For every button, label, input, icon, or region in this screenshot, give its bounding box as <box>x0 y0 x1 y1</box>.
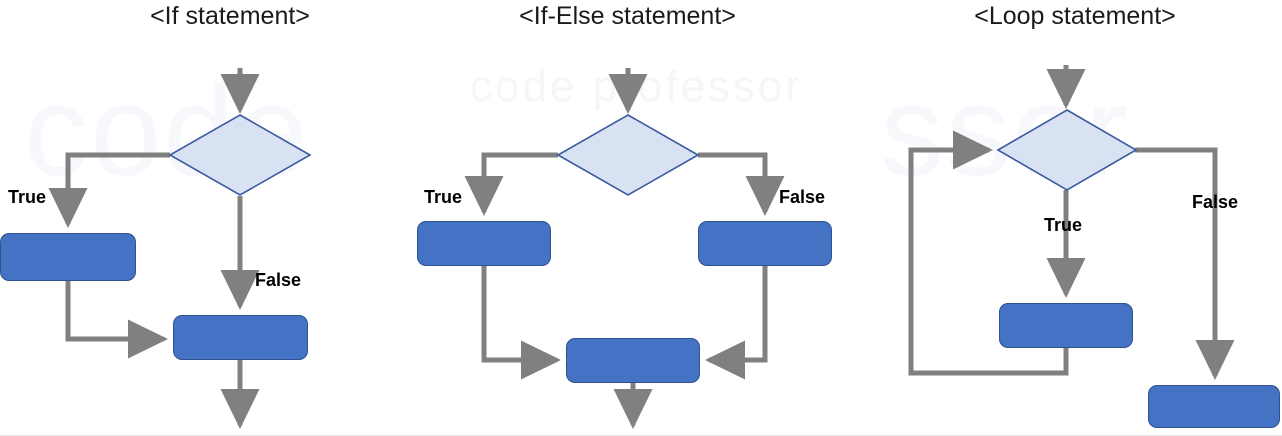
panel-title-if-else: <If-Else statement> <box>519 2 736 30</box>
ifelse-label-false: False <box>779 187 826 207</box>
loop-exit-box[interactable] <box>1148 385 1280 428</box>
decision-diamond-loop[interactable] <box>996 108 1138 192</box>
wire-loop-false <box>1135 147 1235 381</box>
loop-body-box[interactable] <box>999 303 1133 348</box>
panel-title-loop: <Loop statement> <box>974 2 1176 30</box>
ifelse-true-branch-box[interactable] <box>417 221 551 266</box>
if-label-false: False <box>255 270 302 290</box>
panel-title-if: <If statement> <box>150 2 310 30</box>
wire-if-true <box>48 152 170 229</box>
wire-if-true-to-merge <box>65 281 169 359</box>
decision-diamond-if-else[interactable] <box>556 113 700 197</box>
loop-label-true: True <box>1044 215 1083 235</box>
ifelse-false-branch-box[interactable] <box>698 221 832 266</box>
wire-ifelse-true-to-merge <box>481 266 562 380</box>
ifelse-merge-box[interactable] <box>566 338 700 383</box>
loop-label-false: False <box>1192 192 1239 212</box>
if-true-branch-box[interactable] <box>0 233 136 281</box>
decision-diamond-if[interactable] <box>168 113 312 197</box>
if-merge-box[interactable] <box>173 315 308 360</box>
wire-ifelse-true <box>464 152 558 217</box>
wire-ifelse-false-to-merge <box>704 266 768 380</box>
wire-loop-back <box>908 130 1069 376</box>
wire-ifelse-false <box>698 152 785 217</box>
if-label-true: True <box>8 187 47 207</box>
ifelse-label-true: True <box>424 187 463 207</box>
